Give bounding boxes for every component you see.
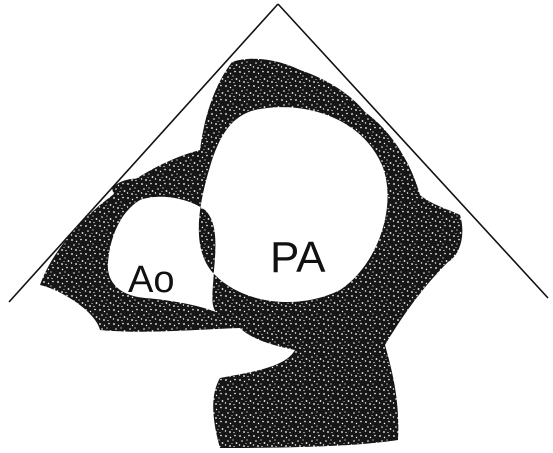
pulmonary-artery-label: PA	[270, 233, 326, 282]
sector-left-edge	[9, 4, 278, 302]
tissue-region	[40, 59, 462, 448]
aorta-label: Ao	[128, 259, 174, 301]
